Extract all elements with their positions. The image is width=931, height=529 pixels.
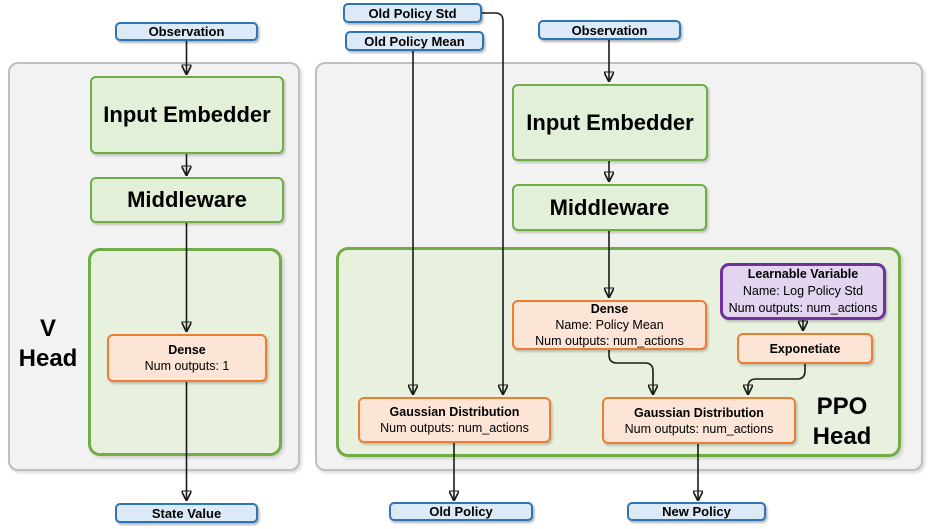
observation-node-v: Observation [115,22,258,41]
old-policy-mean-node: Old Policy Mean [345,31,484,51]
middleware-node-ppo: Middleware [512,184,707,231]
old-policy-mean-label: Old Policy Mean [364,33,465,49]
exponetiate-label: Exponetiate [769,341,841,356]
old-policy-label: Old Policy [429,504,493,519]
observation-node-ppo: Observation [538,20,681,40]
gaussian-distribution-new-node: Gaussian Distribution Num outputs: num_a… [602,397,796,444]
old-policy-node: Old Policy [389,502,533,521]
observation-label-v: Observation [148,24,225,39]
gaussian-new-num-outputs: Num outputs: num_actions [624,421,774,436]
dense-title-ppo: Dense [590,302,629,316]
input-embedder-node-ppo: Input Embedder [512,84,708,161]
observation-label-ppo: Observation [571,22,648,38]
gaussian-old-title: Gaussian Distribution [389,405,520,419]
new-policy-node: New Policy [627,502,766,521]
input-embedder-label-v: Input Embedder [103,102,271,127]
state-value-node: State Value [115,503,258,523]
learnable-variable-node: Learnable Variable Name: Log Policy Std … [720,263,886,320]
gaussian-old-num-outputs: Num outputs: num_actions [380,421,529,435]
old-policy-std-node: Old Policy Std [343,3,482,23]
learnable-variable-num-outputs: Num outputs: num_actions [728,301,878,315]
middleware-label-v: Middleware [127,187,247,212]
exponetiate-node: Exponetiate [737,333,873,364]
gaussian-new-title: Gaussian Distribution [634,405,764,420]
v-head-label: V Head [18,315,78,372]
input-embedder-label-ppo: Input Embedder [526,109,694,135]
dense-title-v: Dense [168,343,206,357]
dense-policy-mean-node: Dense Name: Policy Mean Num outputs: num… [512,300,707,350]
input-embedder-node-v: Input Embedder [90,76,284,154]
old-policy-std-label: Old Policy Std [368,5,457,21]
dense-num-outputs-v: Num outputs: 1 [144,359,230,373]
state-value-label: State Value [151,505,222,521]
dense-num-outputs-ppo: Num outputs: num_actions [535,334,684,348]
new-policy-label: New Policy [662,504,731,519]
learnable-variable-name: Name: Log Policy Std [742,284,864,298]
middleware-label-ppo: Middleware [549,194,670,220]
gaussian-distribution-old-node: Gaussian Distribution Num outputs: num_a… [358,397,551,443]
dense-name-ppo: Name: Policy Mean [555,318,664,332]
ppo-head-label: PPO Head [812,393,872,450]
learnable-variable-title: Learnable Variable [747,267,859,281]
dense-node-v: Dense Num outputs: 1 [107,334,267,382]
middleware-node-v: Middleware [90,177,284,223]
